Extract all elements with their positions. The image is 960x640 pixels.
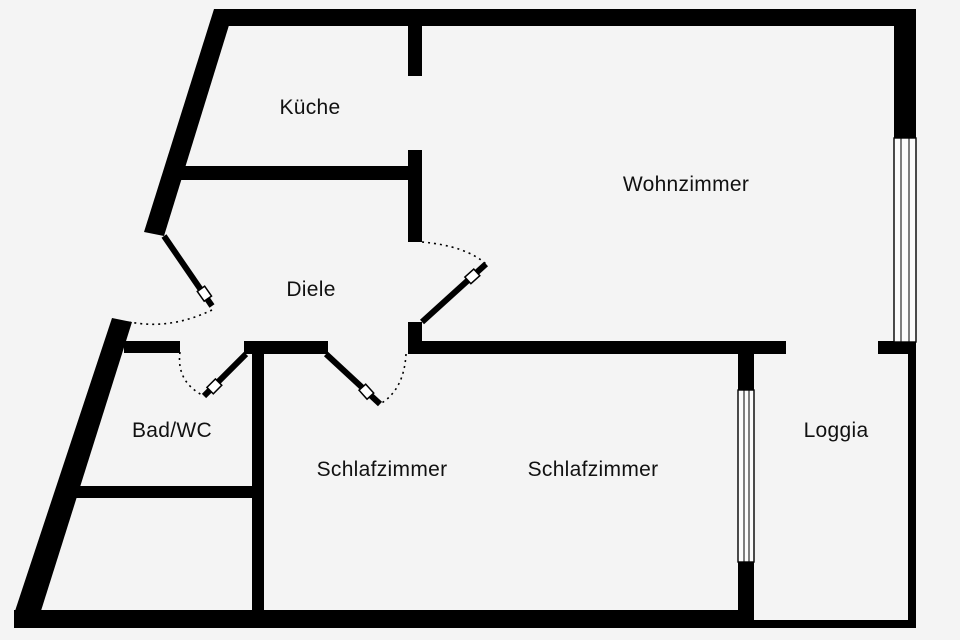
window-living-room xyxy=(893,137,917,343)
window-bedroom xyxy=(737,389,755,563)
wall-loggia-top xyxy=(878,341,916,354)
exterior-walls xyxy=(14,9,916,628)
wall-kitchen-living-lower xyxy=(408,150,422,242)
door-bedroom xyxy=(323,351,407,407)
door-living-room xyxy=(419,241,489,325)
wall-kitchen-hall xyxy=(180,166,416,180)
windows xyxy=(737,137,917,563)
wall-bedroom-divider xyxy=(252,341,264,628)
wall-living-bedroom xyxy=(408,341,786,354)
room-label-bedroom-1: Schlafzimmer xyxy=(317,458,448,481)
room-label-living-room: Wohnzimmer xyxy=(623,173,749,196)
interior-walls xyxy=(76,24,916,628)
wall-loggia-left-lower xyxy=(738,560,754,628)
wall-loggia-right xyxy=(908,342,916,628)
wall-bath-storage xyxy=(76,486,256,498)
wall-hall-bedroom-stub xyxy=(244,341,328,354)
wall-bedroom-loggia xyxy=(738,341,754,391)
wall-northwest-diagonal xyxy=(144,9,234,236)
door-bathroom xyxy=(178,351,249,399)
door-entrance xyxy=(129,234,215,326)
wall-loggia-bottom xyxy=(752,620,916,628)
wall-right-upper xyxy=(894,9,916,140)
wall-bottom xyxy=(14,610,752,628)
doors xyxy=(129,234,489,407)
room-label-bedroom-2: Schlafzimmer xyxy=(528,458,659,481)
room-label-kitchen: Küche xyxy=(279,96,340,119)
room-label-loggia: Loggia xyxy=(804,419,869,442)
room-labels: Küche Wohnzimmer Diele Bad/WC Schlafzimm… xyxy=(132,96,868,481)
wall-top xyxy=(214,9,916,26)
wall-kitchen-living-upper xyxy=(408,24,422,76)
room-label-hall: Diele xyxy=(286,278,335,301)
room-label-bathroom: Bad/WC xyxy=(132,419,212,442)
wall-southwest-diagonal xyxy=(14,318,132,614)
wall-bath-top-left xyxy=(124,341,180,353)
